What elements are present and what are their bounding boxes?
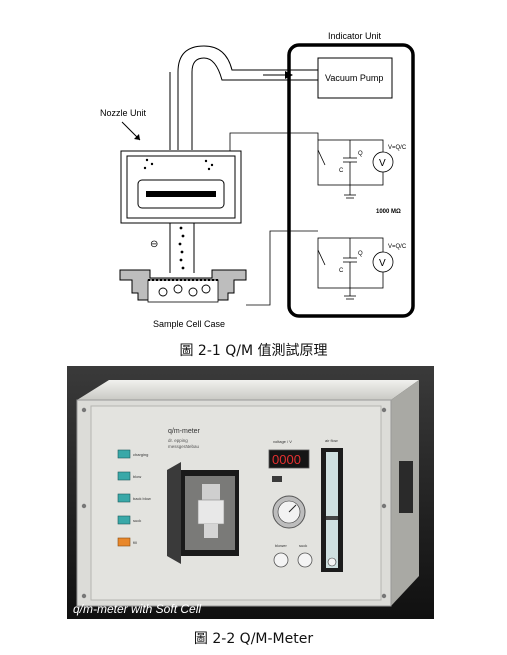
lower-voltmeter bbox=[372, 251, 394, 273]
upper-voltmeter-symbol: V bbox=[379, 158, 386, 169]
lower-voltmeter-symbol: V bbox=[379, 258, 386, 269]
cell-door[interactable] bbox=[167, 462, 181, 564]
sample-cell-case-label: Sample Cell Case bbox=[153, 319, 225, 329]
resistor-label: 1000 MΩ bbox=[376, 209, 401, 215]
filter-plate bbox=[146, 191, 216, 197]
minus-charge-symbol: ⊖ bbox=[150, 239, 158, 250]
gauge-needle bbox=[288, 504, 297, 513]
flow-meter-tube bbox=[326, 452, 338, 568]
qm-meter-illustration: q/m-meter dr. epping messgerätebau charg… bbox=[67, 366, 434, 619]
lower-circuit bbox=[317, 237, 384, 300]
flow-arrow bbox=[263, 71, 293, 79]
blow-button[interactable] bbox=[117, 471, 131, 481]
upper-circuit bbox=[317, 139, 384, 199]
qm-meter-photo: q/m-meter dr. epping messgerätebau charg… bbox=[67, 366, 434, 619]
suck-knob[interactable] bbox=[297, 552, 313, 568]
upper-voltmeter bbox=[372, 151, 394, 173]
nozzle-housing bbox=[120, 150, 242, 224]
nozzle-dots bbox=[143, 158, 214, 171]
indicator-unit-label: Indicator Unit bbox=[328, 31, 382, 41]
charging-button[interactable] bbox=[117, 449, 131, 459]
soft-cell-base bbox=[204, 524, 218, 538]
figure2-caption: 圖 2-2 Q/M-Meter bbox=[193, 631, 314, 647]
display-label: voltage / V bbox=[273, 439, 292, 444]
voltage-display bbox=[268, 449, 310, 469]
sample-particles bbox=[158, 284, 211, 297]
small-switch[interactable] bbox=[272, 476, 282, 482]
soft-cell-body bbox=[197, 499, 225, 525]
knob-label-suck: suck bbox=[299, 543, 307, 548]
flow-label: air flow bbox=[325, 438, 338, 443]
photo-overlay-text: q/m-meter with Soft Cell bbox=[73, 602, 201, 616]
nozzle-pointer-arrow bbox=[121, 121, 141, 141]
lower-cap-q: Q bbox=[358, 251, 363, 257]
panel-subtitle-2: messgerätebau bbox=[168, 444, 200, 449]
voltage-display-value: 0000 bbox=[272, 452, 301, 467]
knob-label-blower: blower bbox=[275, 543, 287, 548]
device-top bbox=[77, 380, 419, 400]
flow-meter-knob[interactable] bbox=[327, 557, 337, 567]
nozzle-tube bbox=[169, 223, 195, 273]
flow-meter-float bbox=[326, 516, 338, 520]
back-blow-label: back blow bbox=[133, 496, 151, 501]
cell-holder bbox=[167, 462, 239, 564]
qm-principle-diagram: Indicator Unit Vacuum Pump Nozzle Unit ⊖ bbox=[100, 31, 415, 329]
particle-dots bbox=[178, 226, 185, 270]
figure1-caption: 圖 2-1 Q/M 值測試原理 bbox=[179, 343, 328, 359]
suction-tube bbox=[169, 45, 318, 150]
suck-button[interactable] bbox=[117, 515, 131, 525]
control-buttons: charging blow back blow suck fill bbox=[117, 449, 151, 547]
back-blow-button[interactable] bbox=[117, 493, 131, 503]
sample-cell-case bbox=[119, 269, 247, 303]
upper-meter-formula: V=Q/C bbox=[388, 145, 407, 151]
charging-label: charging bbox=[133, 452, 148, 457]
lower-meter-formula: V=Q/C bbox=[388, 244, 407, 250]
wire-nozzle bbox=[229, 132, 319, 151]
fill-label: fill bbox=[133, 540, 137, 545]
upper-cap-q: Q bbox=[358, 151, 363, 157]
upper-cap-c: C bbox=[339, 168, 344, 174]
lower-cap-c: C bbox=[339, 268, 344, 274]
fill-button[interactable] bbox=[117, 537, 131, 547]
blow-label: blow bbox=[133, 474, 141, 479]
blower-knob[interactable] bbox=[273, 552, 289, 568]
suck-label: suck bbox=[133, 518, 141, 523]
vacuum-pump-label: Vacuum Pump bbox=[325, 73, 383, 83]
nozzle-unit-label: Nozzle Unit bbox=[100, 108, 147, 118]
side-handle bbox=[399, 461, 413, 513]
panel-subtitle-1: dr. epping bbox=[168, 438, 188, 443]
wire-cell bbox=[246, 230, 318, 306]
vacuum-pump-box bbox=[317, 57, 393, 99]
panel-screws bbox=[81, 407, 387, 599]
indicator-unit-box bbox=[287, 43, 415, 318]
soft-cell-top bbox=[202, 484, 220, 500]
panel-title: q/m-meter bbox=[168, 428, 201, 435]
